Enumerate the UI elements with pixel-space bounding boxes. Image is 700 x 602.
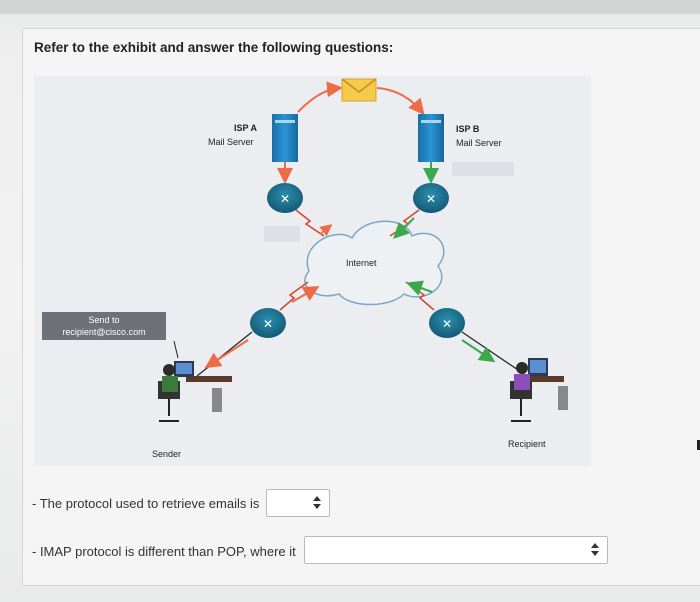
recipient-label: Recipient	[508, 439, 546, 449]
workstation-icon	[510, 358, 568, 422]
imap-difference-select[interactable]	[304, 536, 608, 564]
internet-label: Internet	[346, 258, 377, 268]
send-to-line2: recipient@cisco.com	[62, 327, 146, 337]
isp-a-role: Mail Server	[208, 137, 254, 147]
router-icon: ✕	[429, 308, 465, 338]
envelope-icon	[341, 78, 377, 102]
isp-a-name: ISP A	[234, 123, 258, 133]
svg-text:✕: ✕	[442, 317, 452, 331]
mail-server-icon	[418, 114, 444, 184]
send-to-callout: Send to recipient@cisco.com	[42, 312, 166, 340]
send-to-line1: Send to	[88, 315, 120, 325]
router-icon: ✕	[413, 183, 449, 213]
sender-label: Sender	[152, 449, 182, 459]
faint-block	[264, 226, 300, 242]
faint-block	[452, 162, 514, 176]
protocol-select[interactable]	[266, 489, 330, 517]
svg-text:✕: ✕	[280, 192, 290, 206]
router-icon: ✕	[267, 183, 303, 213]
top-bar	[0, 0, 700, 14]
question-2-text: - IMAP protocol is different than POP, w…	[32, 544, 296, 559]
workstation-icon	[158, 340, 232, 422]
edge-marker	[697, 440, 700, 450]
isp-b-name: ISP B	[456, 124, 480, 134]
host-links	[196, 331, 525, 377]
mail-server-icon	[272, 114, 298, 184]
isp-b-role: Mail Server	[456, 138, 502, 148]
question-title: Refer to the exhibit and answer the foll…	[34, 40, 394, 55]
network-exhibit: ✕ ✕ ✕ ✕	[34, 76, 591, 466]
network-links	[279, 209, 435, 311]
chevron-updown-icon	[591, 543, 599, 557]
question-1-text: - The protocol used to retrieve emails i…	[32, 496, 260, 511]
mail-transfer-arrows	[297, 81, 425, 116]
chevron-updown-icon	[313, 496, 321, 510]
svg-text:✕: ✕	[263, 317, 273, 331]
router-icon: ✕	[250, 308, 286, 338]
svg-text:✕: ✕	[426, 192, 436, 206]
